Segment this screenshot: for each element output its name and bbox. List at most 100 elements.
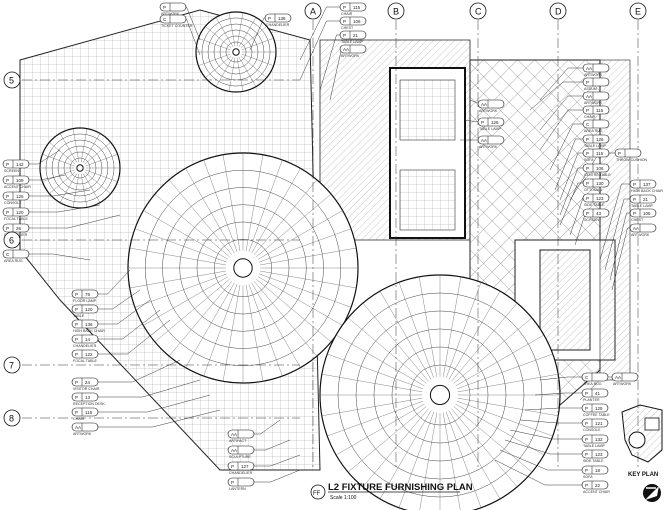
tag-number: 24 bbox=[85, 380, 91, 385]
grid-marker-B bbox=[387, 2, 405, 20]
tag-label: TICKET COUNTER bbox=[161, 24, 193, 28]
leader-line bbox=[499, 449, 595, 471]
tag-number: 106 bbox=[643, 211, 651, 216]
tag-code: P bbox=[618, 151, 621, 156]
tag-label: LANTERN bbox=[229, 487, 246, 491]
tag-label: TABLE bbox=[73, 314, 85, 318]
grid-label: 8 bbox=[9, 414, 14, 424]
tag-label: SCULPTURE bbox=[229, 455, 251, 459]
tag-number: 120 bbox=[85, 307, 93, 312]
tag-label: FOCAL TABLE bbox=[4, 217, 29, 221]
tag-code: P bbox=[586, 108, 589, 113]
drawing-title-block: FF L2 FIXTURE FURNISHING PLAN Scale 1:10… bbox=[310, 482, 473, 501]
tag-label: ASSUM bbox=[584, 87, 597, 91]
tag-number: 123 bbox=[595, 452, 603, 457]
tag-label: AREA RUG bbox=[584, 129, 603, 133]
tag-label: ARTWORK bbox=[73, 432, 92, 436]
tag-number: 126 bbox=[491, 120, 499, 125]
tag-number: 130 bbox=[596, 181, 604, 186]
tag-code: P bbox=[6, 178, 9, 183]
tag-code: P bbox=[231, 480, 234, 485]
tag-code: P bbox=[75, 410, 78, 415]
tag-code: P bbox=[586, 196, 589, 201]
tag-code: AA bbox=[633, 226, 639, 231]
tag-label: CHAIR bbox=[341, 12, 353, 16]
leader-line bbox=[16, 214, 121, 229]
furniture-tag: AA ARTWORK bbox=[629, 223, 657, 237]
tag-label: TABLE LAMP bbox=[631, 204, 654, 208]
tag-code: C bbox=[585, 375, 589, 380]
title-tag: FF bbox=[313, 491, 321, 497]
tag-number: 14 bbox=[85, 337, 91, 342]
tag-code: P bbox=[6, 210, 9, 215]
tag-number: 120 bbox=[16, 210, 24, 215]
leader-line bbox=[85, 409, 221, 428]
tag-code: P bbox=[585, 468, 588, 473]
tag-label: ARTWORK bbox=[341, 54, 360, 58]
furniture-tag: C TICKET COUNTER bbox=[159, 14, 193, 28]
grid-label: 7 bbox=[9, 361, 14, 371]
drawing-scale: Scale 1:100 bbox=[330, 495, 357, 501]
tag-label: AREA RUG bbox=[583, 382, 602, 386]
tag-label: ARTWORK bbox=[631, 233, 650, 237]
tag-number: 121 bbox=[595, 421, 603, 426]
furniture-tag: AA SCULPTURE bbox=[227, 445, 255, 459]
tag-code: AA bbox=[481, 138, 487, 143]
tag-code: AA bbox=[231, 448, 237, 453]
tag-code: P bbox=[586, 181, 589, 186]
tag-number: 75 bbox=[85, 292, 91, 297]
tag-number: 122 bbox=[85, 352, 93, 357]
grid-marker-5 bbox=[3, 71, 21, 89]
tag-number: 126 bbox=[596, 137, 604, 142]
leader-line bbox=[85, 359, 181, 383]
tag-label: RECEPTION DESK bbox=[73, 402, 105, 406]
tag-number: 123 bbox=[596, 196, 604, 201]
tag-code: P bbox=[585, 406, 588, 411]
tag-code: P bbox=[75, 307, 78, 312]
grid-marker-8 bbox=[3, 409, 21, 427]
tag-label: CHEST bbox=[341, 26, 354, 30]
tag-code: C bbox=[163, 17, 167, 22]
tag-label: CHANDELIER bbox=[266, 23, 290, 27]
furniture-tag: C AREA RUG bbox=[582, 119, 610, 133]
tag-label: THROW CUSHION bbox=[616, 158, 648, 162]
leader-line bbox=[504, 439, 595, 455]
tag-label: CENTRE TABLE bbox=[584, 173, 611, 177]
tag-code: C bbox=[586, 122, 590, 127]
leader-line bbox=[16, 204, 101, 213]
tag-number: 142 bbox=[16, 162, 24, 167]
tag-label: SOFA bbox=[584, 158, 594, 162]
tag-label: SCREEN bbox=[584, 218, 599, 222]
grid-label: B bbox=[393, 7, 399, 17]
tag-label: SIDE TABLE bbox=[583, 459, 604, 463]
tag-code: P bbox=[585, 452, 588, 457]
rotunda-geometry bbox=[39, 11, 561, 510]
tag-label: ARTWORK bbox=[479, 145, 498, 149]
tag-number: 26 bbox=[16, 226, 22, 231]
tag-code: P bbox=[6, 194, 9, 199]
tag-code: P bbox=[343, 19, 346, 24]
